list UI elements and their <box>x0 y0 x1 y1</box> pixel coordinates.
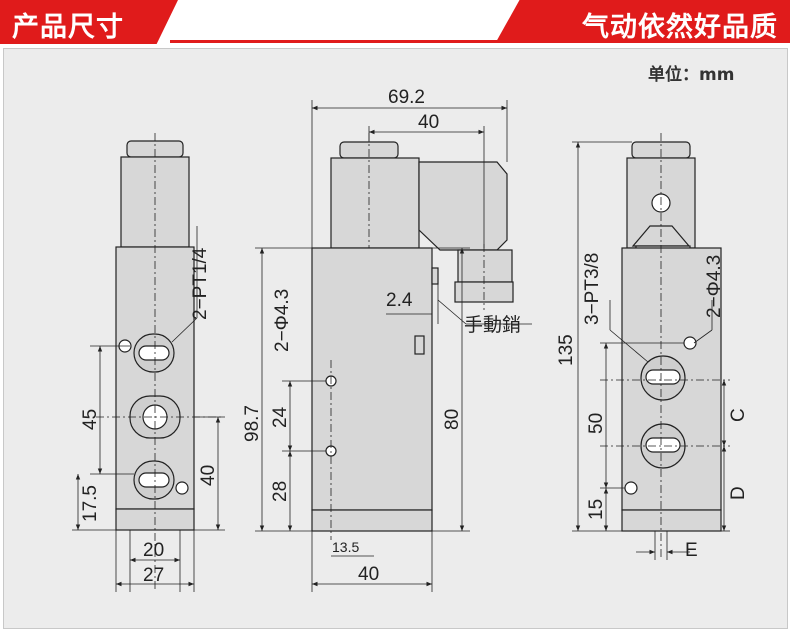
rear-centerlines <box>600 133 730 560</box>
rear-port-lower-slot <box>645 437 681 453</box>
side-dim-28: 28 <box>270 481 291 502</box>
side-pilot-mark <box>414 335 425 355</box>
side-hole-label: 2−Φ4.3 <box>272 289 293 352</box>
rear-dim-50: 50 <box>586 413 607 434</box>
right-title: 气动依然好品质 <box>582 12 778 43</box>
front-mount-hole-lower <box>175 481 189 495</box>
side-dim-13-5: 13.5 <box>332 539 359 555</box>
rear-port-upper-slot <box>645 369 681 385</box>
side-dim-2-4: 2.4 <box>386 290 413 311</box>
manual-override-pin <box>431 267 439 285</box>
side-dim-98-7: 98.7 <box>242 405 263 442</box>
rear-dim-135: 135 <box>556 334 577 366</box>
side-dim-69-2: 69.2 <box>388 87 425 108</box>
front-port-upper-slot <box>138 345 170 361</box>
front-dim-40: 40 <box>198 465 219 486</box>
side-connector-neck <box>457 249 513 283</box>
front-port-lower-slot <box>138 472 170 488</box>
side-centerlines <box>330 133 485 540</box>
front-dim-45: 45 <box>80 409 101 430</box>
rear-dim-15: 15 <box>586 499 607 520</box>
rear-dim-e: E <box>685 540 698 561</box>
front-dim-27: 27 <box>143 565 164 586</box>
left-title-tab: 产品尺寸 <box>0 0 178 44</box>
rear-dim-c: C <box>728 408 749 422</box>
side-base <box>311 509 433 532</box>
rear-mount-hole-lower <box>624 481 638 495</box>
page-header: 产品尺寸 气动依然好品质 <box>0 0 790 44</box>
rear-view <box>621 141 722 532</box>
rear-port-label: 3−PT3/8 <box>582 253 603 325</box>
side-dim-40-top: 40 <box>418 112 439 133</box>
rear-dimension-lines <box>572 141 730 560</box>
side-connector <box>418 161 508 251</box>
side-dim-24: 24 <box>270 406 291 428</box>
front-port-label: 2−PT1/4 <box>190 247 211 320</box>
unit-label: 单位：mm <box>648 65 735 85</box>
rear-hole-label: 2−Φ4.3 <box>704 255 725 318</box>
side-dimension-lines <box>255 100 532 592</box>
side-view <box>311 141 514 532</box>
rear-dim-d: D <box>728 486 749 500</box>
manual-pin-label: 手動銷 <box>464 314 521 336</box>
rear-base <box>621 509 722 532</box>
side-coil <box>330 157 420 249</box>
front-centerlines <box>96 133 224 590</box>
side-dim-40-bottom: 40 <box>358 564 379 585</box>
right-title-tab: 气动依然好品质 <box>496 0 790 42</box>
front-dimension-lines <box>72 226 225 592</box>
side-dim-80: 80 <box>442 409 463 430</box>
header-divider <box>170 40 790 43</box>
front-dim-17-5: 17.5 <box>80 485 101 522</box>
front-dim-20: 20 <box>143 540 164 561</box>
left-title: 产品尺寸 <box>12 12 124 43</box>
